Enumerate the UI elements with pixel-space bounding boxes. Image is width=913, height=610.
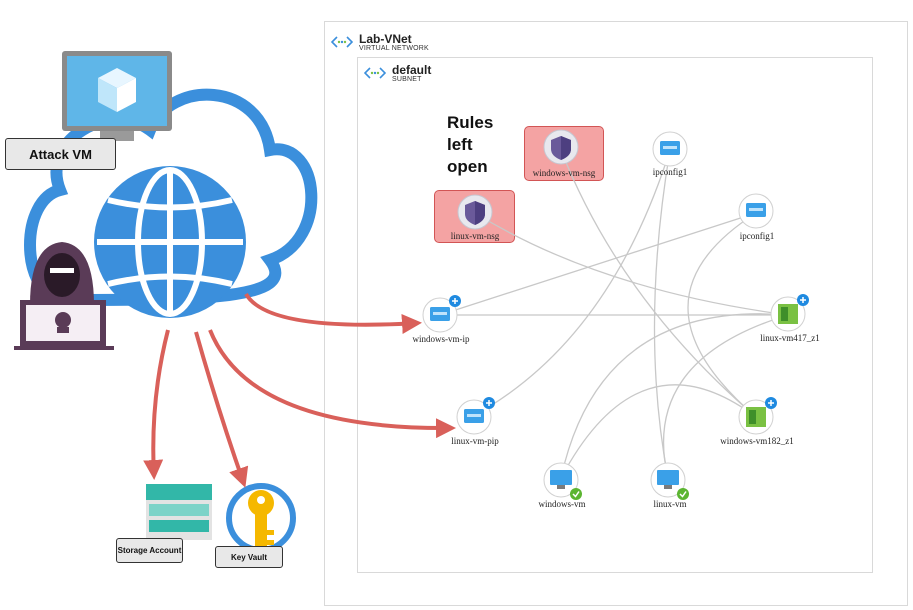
storage-account-icon <box>146 484 212 540</box>
storage-account-label: Storage Account <box>116 538 183 563</box>
virtual-machine-icon <box>650 462 689 500</box>
connector-ipc1-pip <box>474 149 671 416</box>
connector-ipc2-winip <box>439 212 757 316</box>
connector-vm182-winvm <box>560 384 757 479</box>
connector-wnsg-vm182 <box>560 149 757 418</box>
subnet-subtitle: SUBNET <box>392 76 422 83</box>
node-label-linux-vm-nsg[interactable]: linux-vm-nsg <box>450 231 500 241</box>
node-label-ipconfig1-b[interactable]: ipconfig1 <box>739 231 775 241</box>
node-label-windows-vm-nsg[interactable]: windows-vm-nsg <box>532 168 596 178</box>
connector-ipc2-vm182 <box>687 212 757 418</box>
monitor-icon <box>62 51 172 141</box>
vnet-title: Lab-VNet <box>359 32 412 46</box>
key-vault-label: Key Vault <box>215 546 283 568</box>
nic-icon <box>738 193 774 229</box>
subnet-container <box>357 57 873 573</box>
rules-line-3: open <box>447 157 488 176</box>
node-label-linux-vm[interactable]: linux-vm <box>653 499 687 509</box>
attack-vm-label: Attack VM <box>5 138 116 170</box>
arrow-to-storage <box>143 329 170 480</box>
network-interface-icon <box>738 397 777 435</box>
rules-annotation: Rules left open <box>447 112 527 178</box>
hacker-icon <box>14 242 114 350</box>
public-ip-icon <box>456 397 495 435</box>
connector-ipc1-linuxvm <box>653 149 671 479</box>
connector-vm417-winvm <box>560 313 789 479</box>
vnet-icon <box>331 36 353 48</box>
network-interface-icon <box>770 294 809 332</box>
arrow-to-key-vault <box>194 331 249 488</box>
attack-arrows <box>143 292 456 488</box>
node-label-windows-vm182[interactable]: windows-vm182_z1 <box>720 436 794 446</box>
rules-line-2: left <box>447 135 473 154</box>
vnet-subtitle: VIRTUAL NETWORK <box>359 45 429 52</box>
node-label-windows-vm[interactable]: windows-vm <box>538 499 586 509</box>
vnet-container <box>324 21 908 606</box>
connector-lnsg-vm417 <box>474 212 789 316</box>
nic-icon <box>652 131 688 167</box>
globe-icon <box>94 166 246 318</box>
connector-vm417-linuxvm <box>663 314 789 479</box>
key-vault-icon <box>226 483 296 553</box>
arrow-to-linux-vm-pip <box>208 329 456 439</box>
resource-connectors <box>439 149 789 479</box>
node-label-ipconfig1-a[interactable]: ipconfig1 <box>652 167 688 177</box>
arrow-to-windows-vm-ip <box>244 292 422 334</box>
node-label-windows-vm-ip[interactable]: windows-vm-ip <box>412 334 470 344</box>
subnet-icon <box>364 67 386 79</box>
subnet-title: default <box>392 63 432 77</box>
rules-line-1: Rules <box>447 113 494 132</box>
shield-icon <box>457 194 493 230</box>
virtual-machine-icon <box>543 462 582 500</box>
public-ip-icon <box>422 295 461 333</box>
shield-icon <box>543 129 579 165</box>
node-label-linux-vm-pip[interactable]: linux-vm-pip <box>451 436 499 446</box>
node-label-linux-vm417[interactable]: linux-vm417_z1 <box>760 333 820 343</box>
